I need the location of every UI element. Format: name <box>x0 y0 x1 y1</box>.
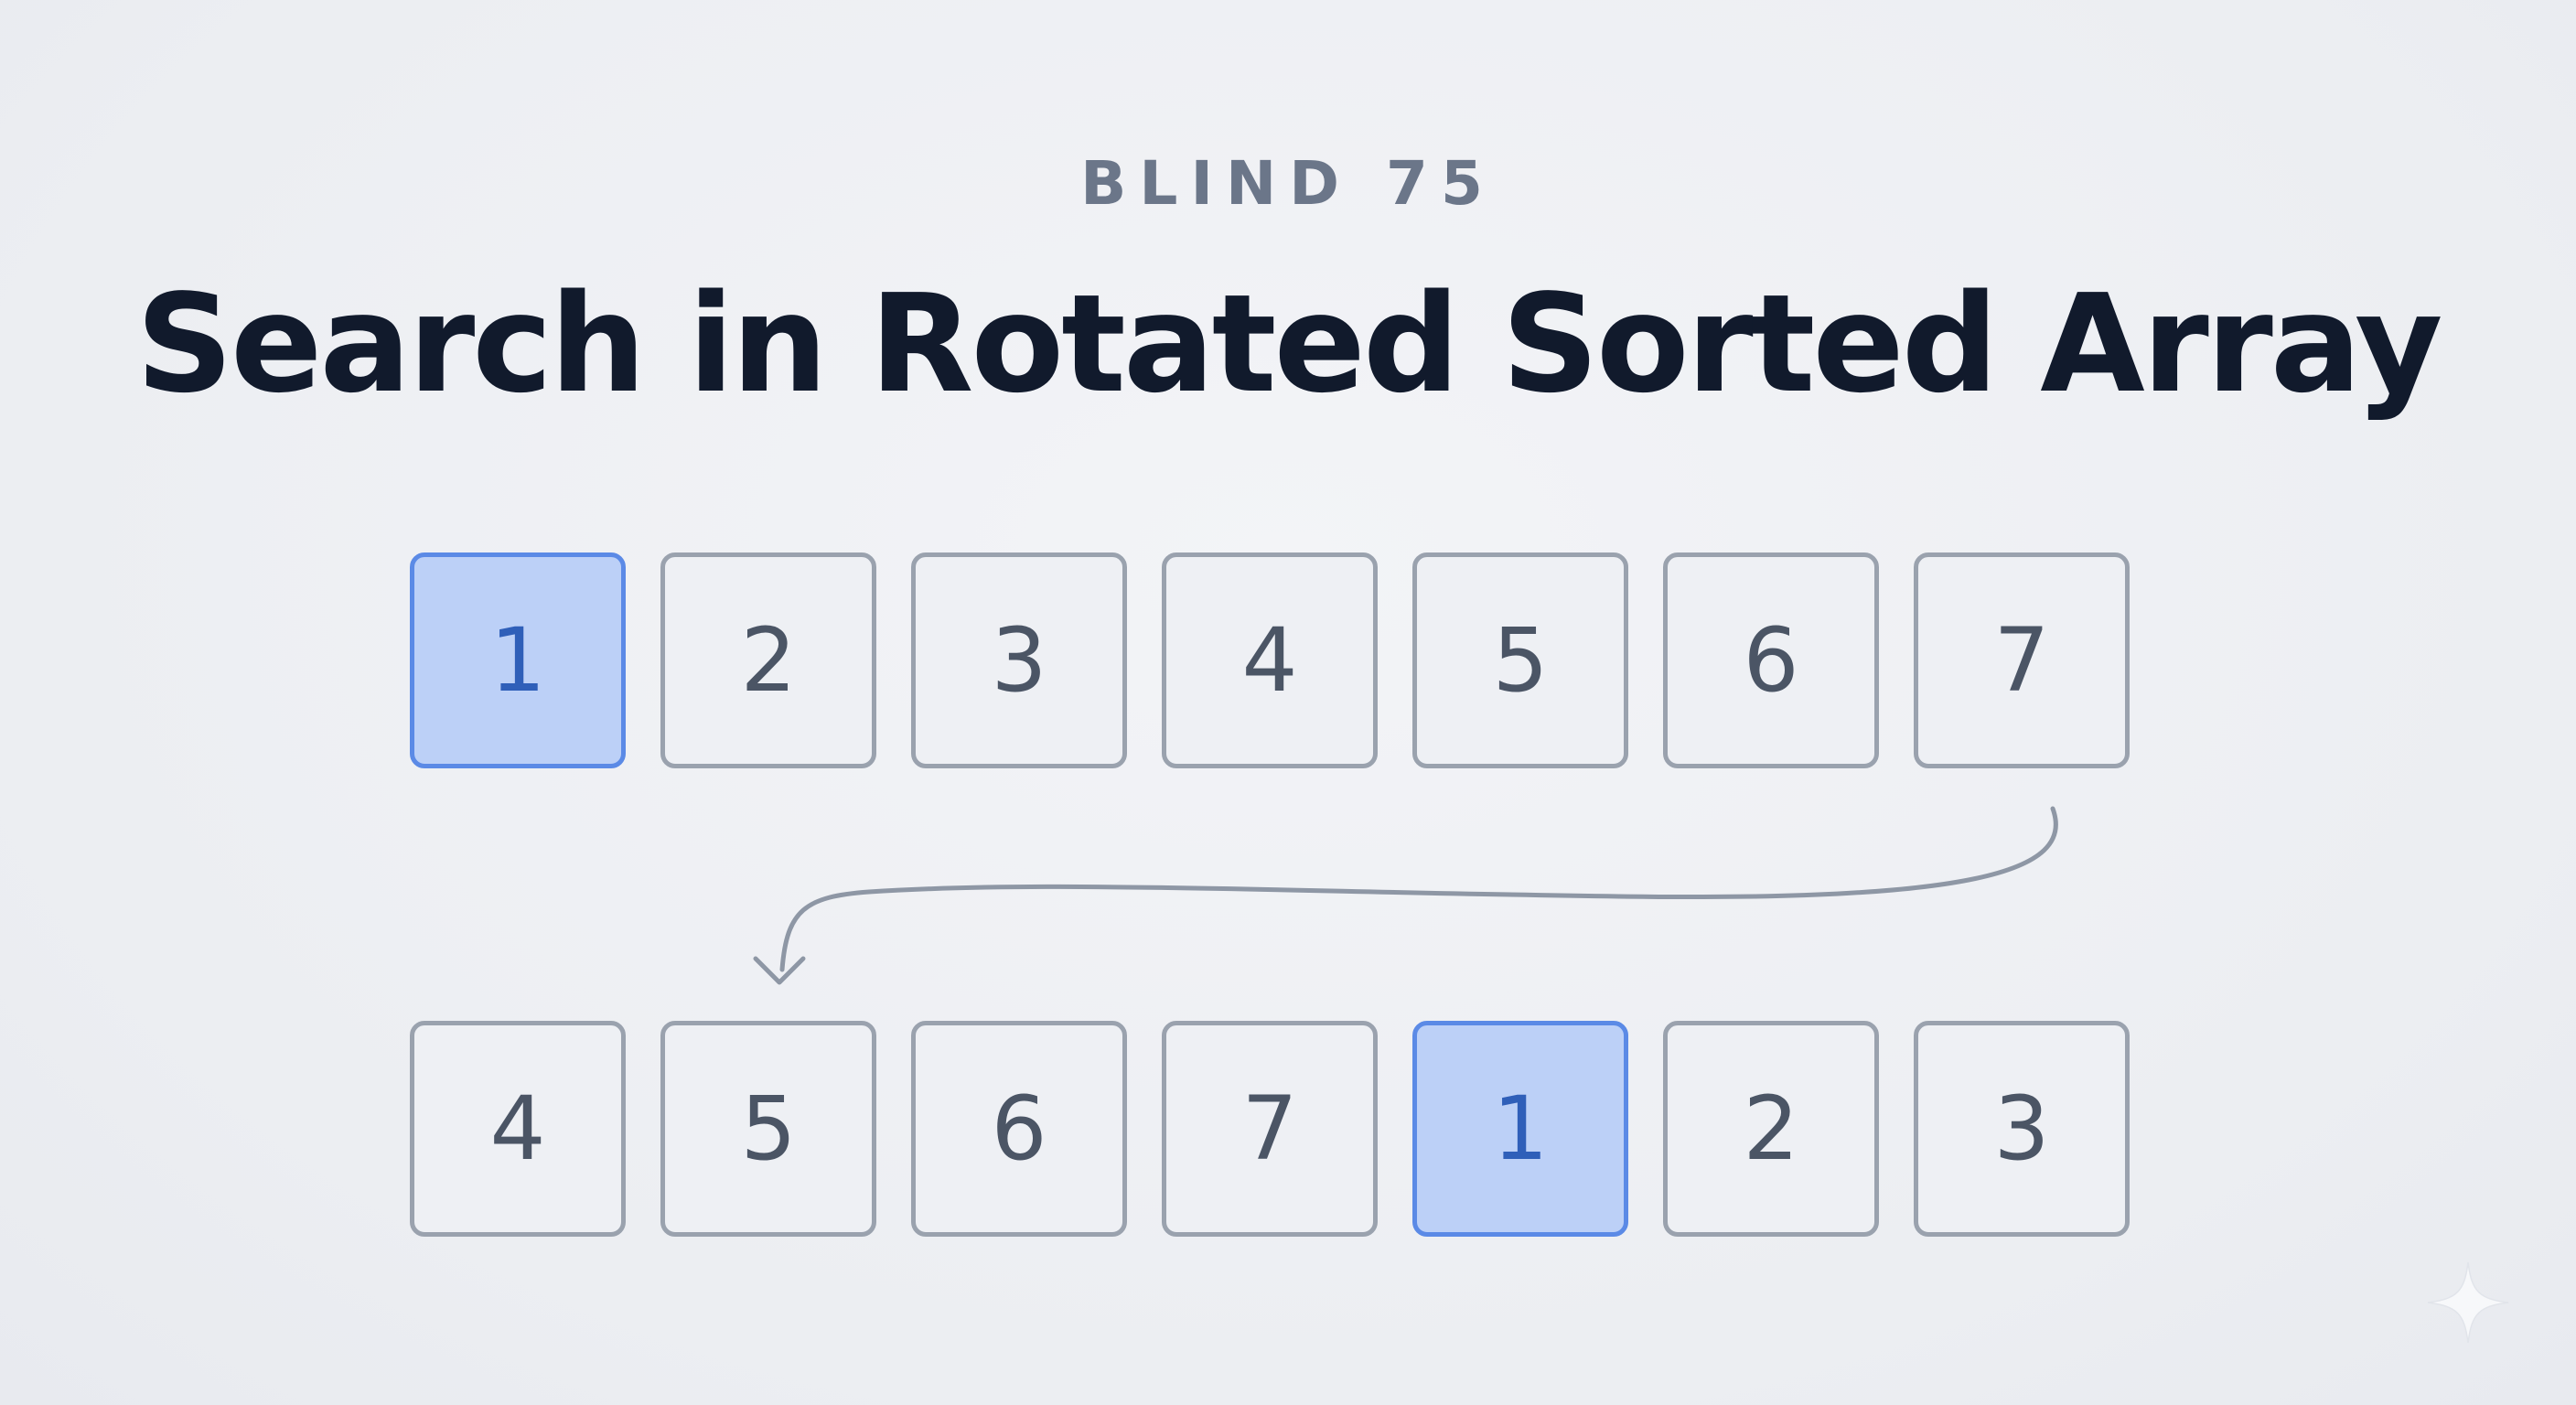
rotation-arrow-path <box>779 806 2058 972</box>
array-cell: 5 <box>1412 552 1628 768</box>
array-cell: 6 <box>911 1021 1127 1237</box>
array-cell: 3 <box>1914 1021 2130 1237</box>
array-cell: 6 <box>1663 552 1879 768</box>
array-cell-highlighted: 1 <box>410 552 626 768</box>
array-cell: 5 <box>660 1021 876 1237</box>
eyebrow-label: BLIND 75 <box>1080 148 1496 219</box>
rotated-array-row: 4 5 6 7 1 2 3 <box>410 1021 2130 1237</box>
sorted-array-row: 1 2 3 4 5 6 7 <box>410 552 2130 768</box>
array-cell: 4 <box>410 1021 626 1237</box>
page-title: Search in Rotated Sorted Array <box>135 265 2442 423</box>
arrow-head <box>753 956 806 985</box>
sparkle-icon <box>2427 1261 2509 1344</box>
array-cell: 4 <box>1162 552 1378 768</box>
array-cell: 2 <box>1663 1021 1879 1237</box>
array-cell: 7 <box>1914 552 2130 768</box>
array-cell: 2 <box>660 552 876 768</box>
array-cell: 3 <box>911 552 1127 768</box>
array-cell: 7 <box>1162 1021 1378 1237</box>
array-cell-highlighted: 1 <box>1412 1021 1628 1237</box>
